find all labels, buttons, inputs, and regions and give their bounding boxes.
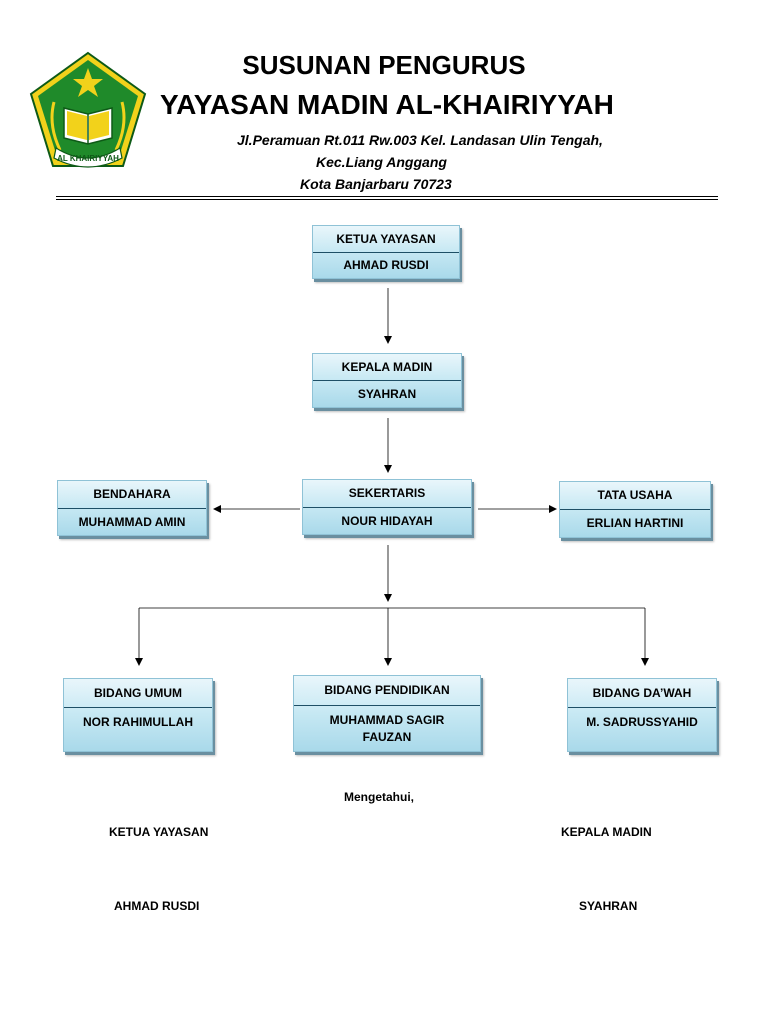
signature-left-role: KETUA YAYASAN: [109, 825, 209, 839]
person-name: NOUR HIDAYAH: [341, 513, 433, 528]
person-name: M. SADRUSSYAHID: [586, 715, 698, 729]
person-name: MUHAMMAD SAGIR FAUZAN: [329, 713, 445, 744]
person-name: AHMAD RUSDI: [343, 258, 429, 273]
box-kepala-madin: KEPALA MADIN SYAHRAN: [312, 353, 462, 408]
role-label: BIDANG UMUM: [64, 679, 212, 708]
box-ketua-yayasan: KETUA YAYASAN AHMAD RUSDI: [312, 225, 460, 279]
signature-right-name: SYAHRAN: [579, 899, 638, 913]
signature-left-name: AHMAD RUSDI: [114, 899, 200, 913]
role-label: KETUA YAYASAN: [313, 226, 459, 253]
role-label: KEPALA MADIN: [313, 354, 461, 381]
page-title: SUSUNAN PENGURUS: [242, 50, 526, 80]
header-divider-top: [56, 196, 718, 197]
page-subtitle: YAYASAN MADIN AL-KHAIRIYYAH: [160, 89, 614, 120]
person-name: NOR RAHIMULLAH: [83, 715, 193, 729]
person-name: MUHAMMAD AMIN: [78, 514, 186, 529]
box-bidang-pendidikan: BIDANG PENDIDIKAN MUHAMMAD SAGIR FAUZAN: [293, 675, 481, 752]
address-line-1: Jl.Peramuan Rt.011 Rw.003 Kel. Landasan …: [237, 132, 603, 148]
box-bendahara: BENDAHARA MUHAMMAD AMIN: [57, 480, 207, 536]
signature-right-role: KEPALA MADIN: [561, 825, 652, 839]
role-label: BENDAHARA: [58, 481, 206, 509]
role-label: BIDANG PENDIDIKAN: [294, 676, 480, 706]
person-name: SYAHRAN: [357, 386, 417, 401]
box-sekertaris: SEKERTARIS NOUR HIDAYAH: [302, 479, 472, 535]
role-label: SEKERTARIS: [303, 480, 471, 508]
box-bidang-dawah: BIDANG DA’WAH M. SADRUSSYAHID: [567, 678, 717, 752]
box-tata-usaha: TATA USAHA ERLIAN HARTINI: [559, 481, 711, 538]
logo-text: AL KHAIRIYYAH: [57, 154, 119, 163]
person-name: ERLIAN HARTINI: [586, 516, 684, 531]
address-line-2: Kec.Liang Anggang: [316, 154, 447, 170]
header-divider-bottom: [56, 199, 718, 200]
signature-heading: Mengetahui,: [344, 790, 415, 804]
role-label: BIDANG DA’WAH: [568, 679, 716, 708]
yayasan-logo: AL KHAIRIYYAH: [26, 50, 150, 174]
role-label: TATA USAHA: [560, 482, 710, 510]
box-bidang-umum: BIDANG UMUM NOR RAHIMULLAH: [63, 678, 213, 752]
address-line-3: Kota Banjarbaru 70723: [300, 176, 452, 192]
